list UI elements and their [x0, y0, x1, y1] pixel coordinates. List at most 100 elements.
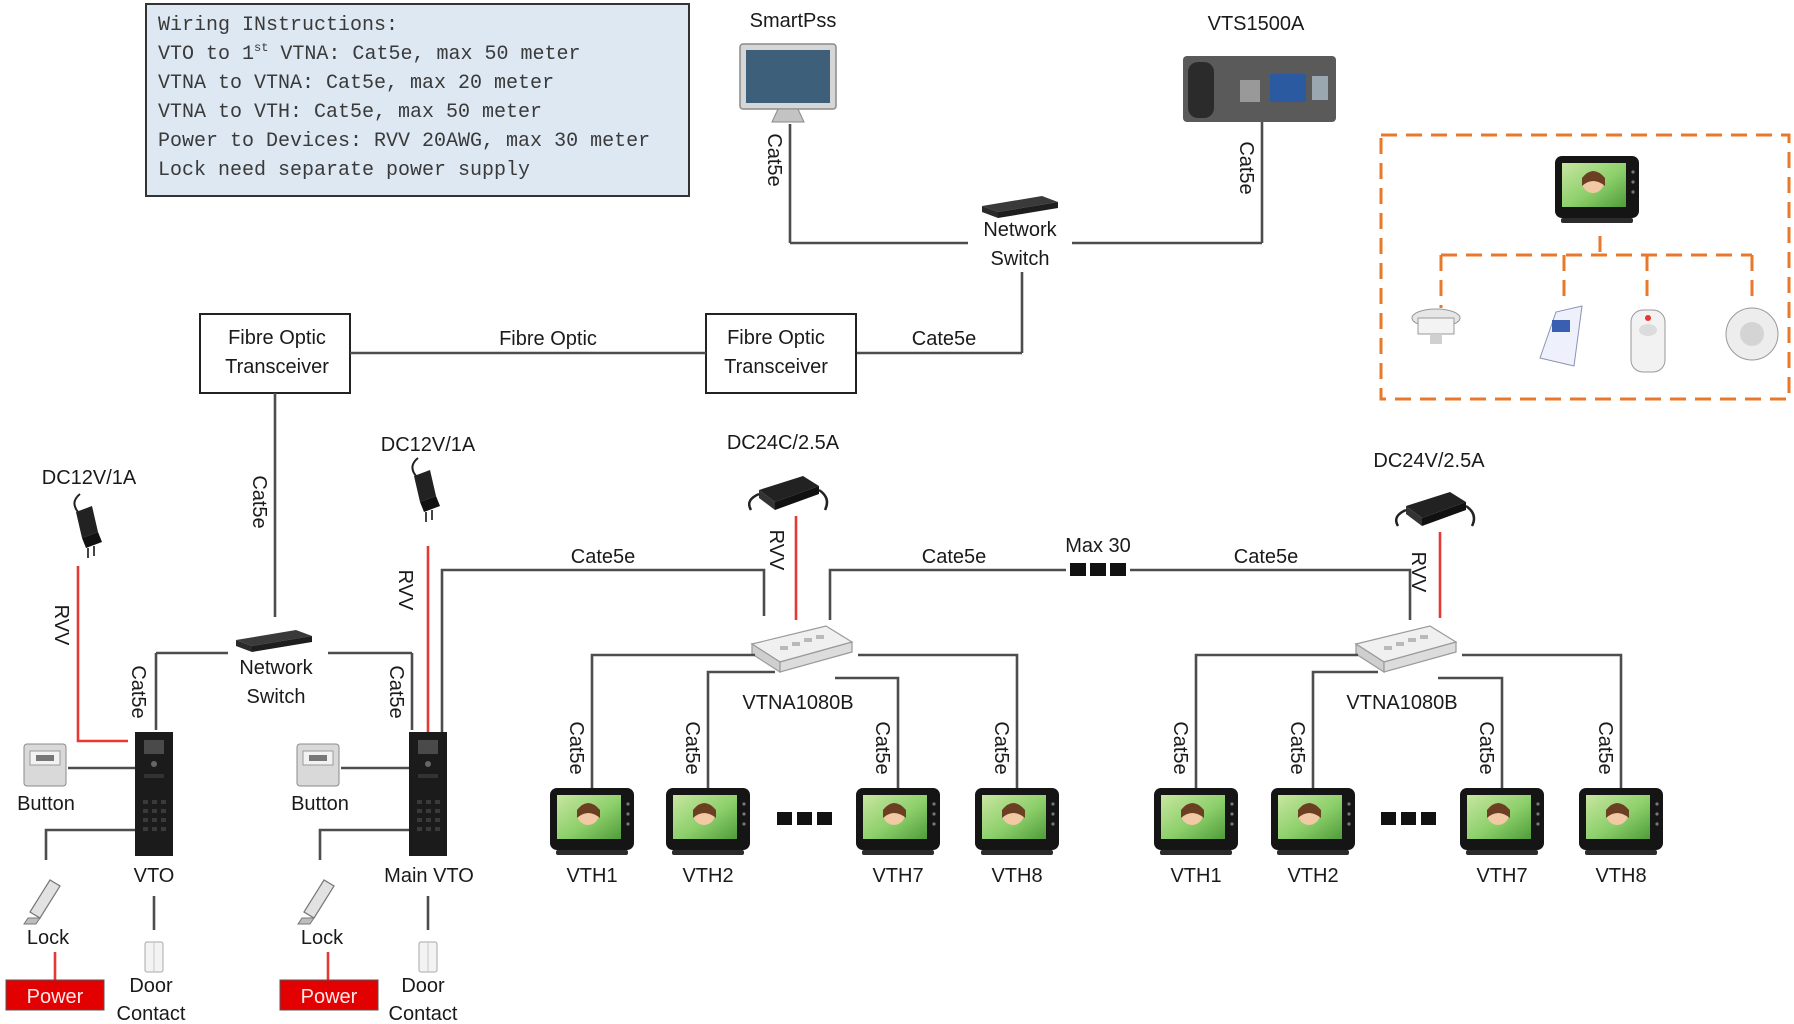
- main-vto-lock-power-label: Power: [301, 986, 358, 1008]
- vth-2-a-icon: [666, 788, 750, 855]
- main-vto-button-icon: [296, 743, 340, 787]
- vto-lock-icon: [23, 879, 61, 925]
- instructions-box: [145, 3, 690, 197]
- instructions-line-2: VTNA to VTNA: Cat5e, max 20 meter: [158, 72, 554, 95]
- vto-button-icon: [23, 743, 67, 787]
- instructions-line-3: VTNA to VTH: Cat5e, max 50 meter: [158, 101, 542, 124]
- vth-2-b-cable-label: Cat5e: [1286, 721, 1308, 774]
- smartpss-monitor-icon: [739, 43, 837, 123]
- network-switch-left-label-2: Switch: [247, 686, 306, 708]
- vtna-1-icon: [751, 625, 853, 673]
- main-vto-panel-icon: [409, 732, 447, 856]
- vth-7-a-icon: [856, 788, 940, 855]
- pir-sensor-icon: [1539, 305, 1583, 367]
- vth-7-b-icon: [1460, 788, 1544, 855]
- vts-label: VTS1500A: [1208, 13, 1305, 35]
- fibre-right-label-1: Fibre Optic: [727, 327, 825, 349]
- main-vto-to-vtna-cable-label: Cate5e: [571, 546, 636, 568]
- fibre-left-label-1: Fibre Optic: [228, 327, 326, 349]
- vtna-1-power-supply-label: DC24C/2.5A: [727, 432, 840, 454]
- vto-door-contact-label-2: Contact: [117, 1003, 186, 1024]
- vth-7-a-label: VTH7: [872, 865, 923, 887]
- vth-7-a-cable-label: Cat5e: [871, 721, 893, 774]
- alarm-group-monitor-icon: [1555, 156, 1639, 223]
- vto-power-supply-label: DC12V/1A: [42, 467, 137, 489]
- vto-lock-power-box: [5, 979, 105, 1011]
- vtna-1-rvv-label: RVV: [765, 530, 787, 571]
- smoke-detector-icon: [1411, 308, 1461, 344]
- switch-to-main-vto-cable-label: Cat5e: [385, 665, 407, 718]
- main-vto-rvv-label: RVV: [394, 570, 416, 611]
- vth-8-b-cable-label: Cat5e: [1594, 721, 1616, 774]
- fibre-right-to-switch-cable-label: Cate5e: [912, 328, 977, 350]
- vts-console-icon: [1183, 56, 1336, 122]
- vto-label: VTO: [134, 865, 175, 887]
- fibre-optic-cable-label: Fibre Optic: [499, 328, 597, 350]
- main-vto-button-label: Button: [291, 793, 349, 815]
- vth-2-a-label: VTH2: [682, 865, 733, 887]
- vtna-2-adapter-icon: [1394, 490, 1476, 528]
- main-vto-door-contact-label-1: Door: [401, 975, 445, 997]
- vtna-to-vtna-cable-label-a: Cate5e: [922, 546, 987, 568]
- vth-1-a-cable-label: Cat5e: [565, 721, 587, 774]
- vto-door-contact-icon: [144, 941, 164, 973]
- vto-button-label: Button: [17, 793, 75, 815]
- main-vto-lock-label: Lock: [301, 927, 344, 949]
- vto-adapter-icon: [73, 493, 103, 559]
- vtna-to-vtna-cable-label-b: Cate5e: [1234, 546, 1299, 568]
- motion-detector-icon: [1630, 309, 1666, 373]
- vth-2-b-label: VTH2: [1287, 865, 1338, 887]
- vth-8-b-label: VTH8: [1595, 865, 1646, 887]
- instructions-line-5: Lock need separate power supply: [158, 159, 530, 182]
- heat-detector-icon: [1725, 307, 1779, 361]
- main-vto-adapter-icon: [411, 457, 441, 523]
- main-vto-door-contact-label-2: Contact: [389, 1003, 458, 1024]
- vth-1-b-label: VTH1: [1170, 865, 1221, 887]
- alarm-group-border: [1379, 133, 1791, 401]
- vth-1-a-label: VTH1: [566, 865, 617, 887]
- vto-lock-label: Lock: [27, 927, 70, 949]
- main-vto-lock-power-box: [279, 979, 379, 1011]
- vtna-1-adapter-icon: [747, 474, 829, 512]
- vtna-2-label: VTNA1080B: [1346, 692, 1457, 714]
- vto-door-contact-label-1: Door: [129, 975, 173, 997]
- vth-1-a-icon: [550, 788, 634, 855]
- fibre-right-label-2: Transceiver: [724, 356, 828, 378]
- vth-1-b-icon: [1154, 788, 1238, 855]
- smartpss-label: SmartPss: [750, 10, 837, 32]
- vth-8-a-cable-label: Cat5e: [990, 721, 1012, 774]
- vth-2-a-cable-label: Cat5e: [681, 721, 703, 774]
- network-switch-top-label-1: Network: [983, 219, 1057, 241]
- vtna-2-power-supply-label: DC24V/2.5A: [1373, 450, 1485, 472]
- network-switch-top-label-2: Switch: [991, 248, 1050, 270]
- vth-group-b-ellipsis: [1381, 812, 1436, 825]
- network-switch-left-icon: [236, 630, 312, 652]
- main-vto-label: Main VTO: [384, 865, 474, 887]
- network-switch-left-label-1: Network: [239, 657, 313, 679]
- fibre-left-to-switch-cable-label: Cat5e: [248, 475, 270, 528]
- network-switch-top-icon: [982, 196, 1058, 218]
- vtna-to-vtna-max-label: Max 30: [1065, 535, 1131, 557]
- vth-8-a-icon: [975, 788, 1059, 855]
- vts-cable-label: Cat5e: [1235, 141, 1257, 194]
- vtna-2-icon: [1355, 625, 1457, 673]
- instructions-title: Wiring INstructions:: [158, 14, 398, 37]
- vto-lock-power-label: Power: [27, 986, 84, 1008]
- vtna-chain-ellipsis: [1070, 563, 1126, 576]
- vto-panel-icon: [135, 732, 173, 856]
- alarm-group-wiring: [1439, 236, 1754, 308]
- vth-1-b-cable-label: Cat5e: [1169, 721, 1191, 774]
- fibre-transceiver-left: [199, 313, 351, 394]
- fibre-left-label-2: Transceiver: [225, 356, 329, 378]
- vth-8-a-label: VTH8: [991, 865, 1042, 887]
- vth-2-b-icon: [1271, 788, 1355, 855]
- vth-7-b-cable-label: Cat5e: [1475, 721, 1497, 774]
- instructions-line-4: Power to Devices: RVV 20AWG, max 30 mete…: [158, 130, 650, 153]
- smartpss-cable-label: Cat5e: [763, 133, 785, 186]
- vtna-2-rvv-label: RVV: [1407, 552, 1429, 593]
- vth-7-b-label: VTH7: [1476, 865, 1527, 887]
- instructions-line-1: VTO to 1st VTNA: Cat5e, max 50 meter: [158, 41, 580, 66]
- main-vto-power-supply-label: DC12V/1A: [381, 434, 476, 456]
- vto-rvv-label: RVV: [50, 605, 72, 646]
- fibre-transceiver-right: [705, 313, 857, 394]
